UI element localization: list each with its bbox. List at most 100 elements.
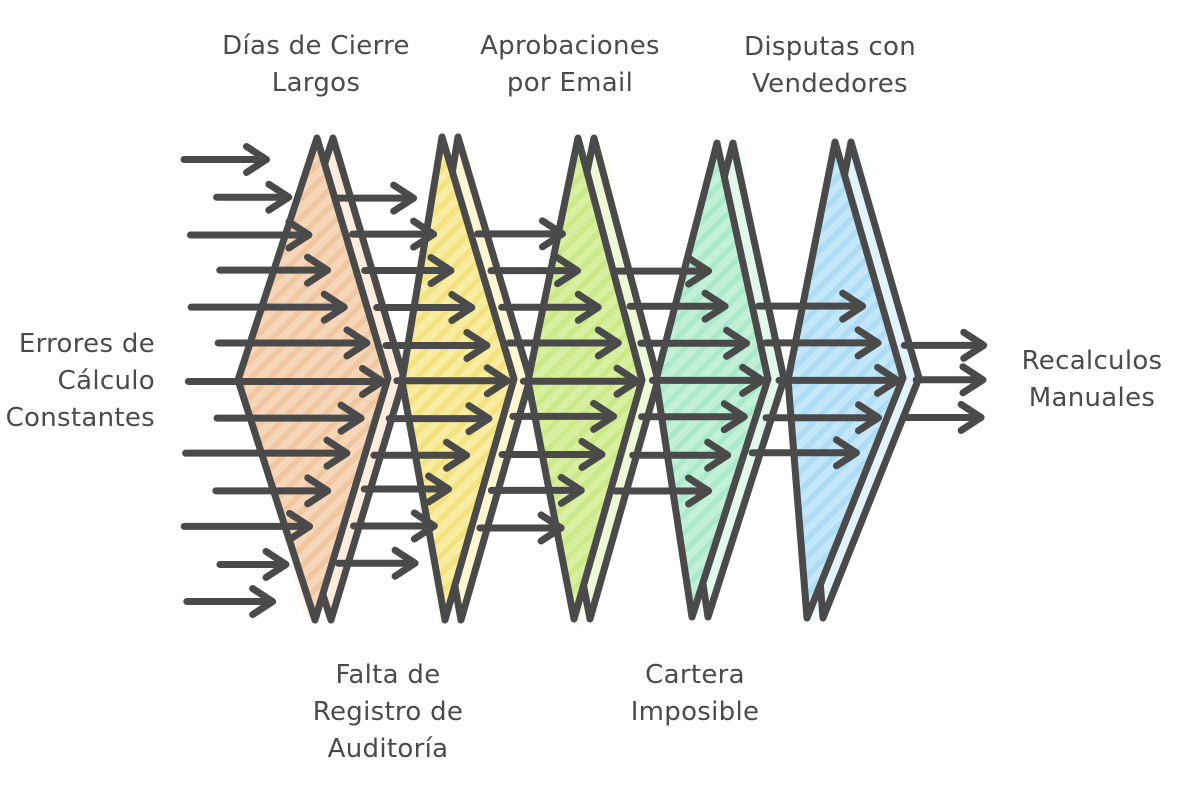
arrow-head [410,509,438,543]
arrow-head [557,473,585,507]
label-line: Recalculos [1021,346,1163,376]
arrow-head [701,289,729,323]
label-line: Cálculo [57,366,155,396]
label-falta-de-registro-de-auditoria: Falta de Registro de Auditoría [313,657,463,768]
arrow-head [960,328,988,362]
flow-arrow [762,401,882,435]
label-line: por Email [506,68,634,98]
arrow-head [874,363,902,397]
flow-arrow [498,437,606,471]
arrow-head [704,438,732,472]
flow-arrow [182,436,351,470]
label-dias-de-cierre-largos: Días de Cierre Largos [222,28,410,102]
arrow-head [594,326,622,360]
flow-arrow [360,472,453,506]
flow-arrow [348,217,438,251]
arrow-head [463,328,491,362]
arrow-head [391,546,419,580]
flow-arrow [180,509,314,543]
arrow-head [854,326,882,360]
flow-arrow [373,290,476,324]
label-line: Manuales [1028,383,1156,413]
label-recalculos-manuales: Recalculos Manuales [1022,343,1163,417]
arrow-head [685,474,713,508]
flow-arrow [350,509,438,543]
arrow-head [739,363,767,397]
arrow-head [839,289,867,323]
label-line: Días de Cierre [222,31,410,61]
flow-arrow [183,585,277,619]
label-line: Largos [271,68,361,98]
flow-arrow [214,326,371,360]
arrow-head [685,254,713,288]
arrow-head [358,364,386,398]
flow-arrow [912,363,987,397]
arrow-head [337,401,365,435]
flow-arrow [626,289,729,323]
arrow-head [854,401,882,435]
flow-arrow [334,181,418,215]
arrow-head [553,254,581,288]
label-line: Errores de [18,329,155,359]
label-line: Vendedores [752,69,908,99]
arrow-head [578,437,606,471]
flow-arrow [212,474,332,508]
flow-arrow [361,254,455,288]
arrow-head [443,438,471,472]
label-cartera-imposible: Cartera Imposible [631,657,760,731]
arrow-head [590,399,618,433]
label-line: Constantes [5,403,155,433]
flow-arrow [629,438,732,472]
arrow-head [390,181,418,215]
flow-arrow [184,364,386,398]
arrow-head [410,217,438,251]
flow-arrow [334,546,419,580]
flow-arrow [393,364,511,398]
arrow-head [448,290,476,324]
arrow-head [323,436,351,470]
flow-arrow [487,473,585,507]
flow-arrow [638,400,748,434]
label-line: Registro de [312,697,464,727]
arrow-head [957,400,985,434]
flow-arrow [186,218,313,252]
arrow-head [249,585,277,619]
label-line: Aprobaciones [480,31,660,61]
flow-arrow [775,363,902,397]
arrow-head [304,474,332,508]
flow-arrow [509,399,618,433]
flow-arrow [216,547,290,581]
flow-arrow [487,254,581,288]
flow-arrow [498,290,602,324]
flow-arrow [370,438,471,472]
flow-arrow [382,328,491,362]
flow-arrow [505,326,622,360]
label-line: Imposible [630,697,760,727]
flow-arrow [476,511,565,545]
flow-arrow [900,400,985,434]
flow-arrow [213,180,293,214]
label-line: Falta de [335,660,441,690]
arrow-head [286,509,314,543]
flow-arrow [474,217,566,251]
arrow-head [832,436,860,470]
arrow-head [537,511,565,545]
arrow-head [483,364,511,398]
filter-diamond-5 [784,138,923,623]
arrow-head [574,290,602,324]
flow-arrow [637,326,751,360]
flow-arrow [648,363,767,397]
label-line: Disputas con [744,32,916,62]
label-aprobaciones-por-email: Aprobaciones por Email [480,28,660,102]
flow-arrow [216,253,332,287]
flow-arrow [213,401,365,435]
arrow-head [320,290,348,324]
flow-arrow [187,290,348,324]
arrow-head [538,217,566,251]
arrow-head [720,400,748,434]
arrow-head [304,253,332,287]
label-line: Auditoría [327,734,449,764]
arrow-head [285,218,313,252]
